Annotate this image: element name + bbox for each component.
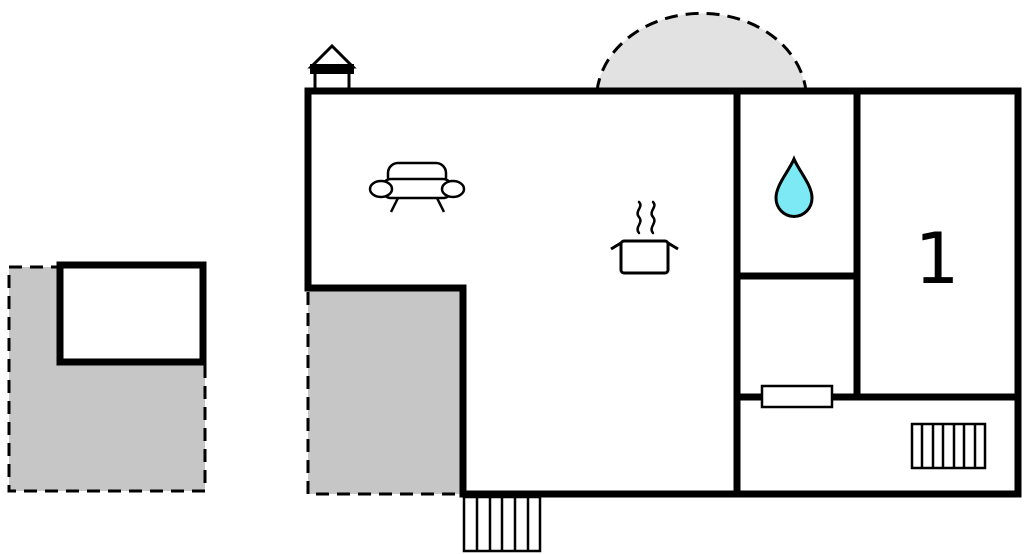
- annex-building: [56, 261, 207, 366]
- entrance-stairs-icon: [462, 495, 542, 553]
- radiator-icon: [910, 422, 987, 470]
- building-outline: [304, 87, 1022, 498]
- chimney-icon: [307, 43, 357, 91]
- bedroom-1-label: 1: [915, 218, 960, 300]
- covered-terrace-dashed-border: [306, 292, 460, 496]
- covered-terrace: [308, 288, 463, 494]
- steam-icon: [650, 200, 656, 235]
- door-window-icon: [760, 384, 834, 409]
- cooking-pot-icon: [610, 200, 679, 275]
- steam-icon: [636, 200, 642, 235]
- terrace-arc: [595, 11, 808, 92]
- sofa-icon: [368, 161, 466, 213]
- interior-walls: [733, 91, 1018, 494]
- water-drop-icon: [774, 155, 814, 218]
